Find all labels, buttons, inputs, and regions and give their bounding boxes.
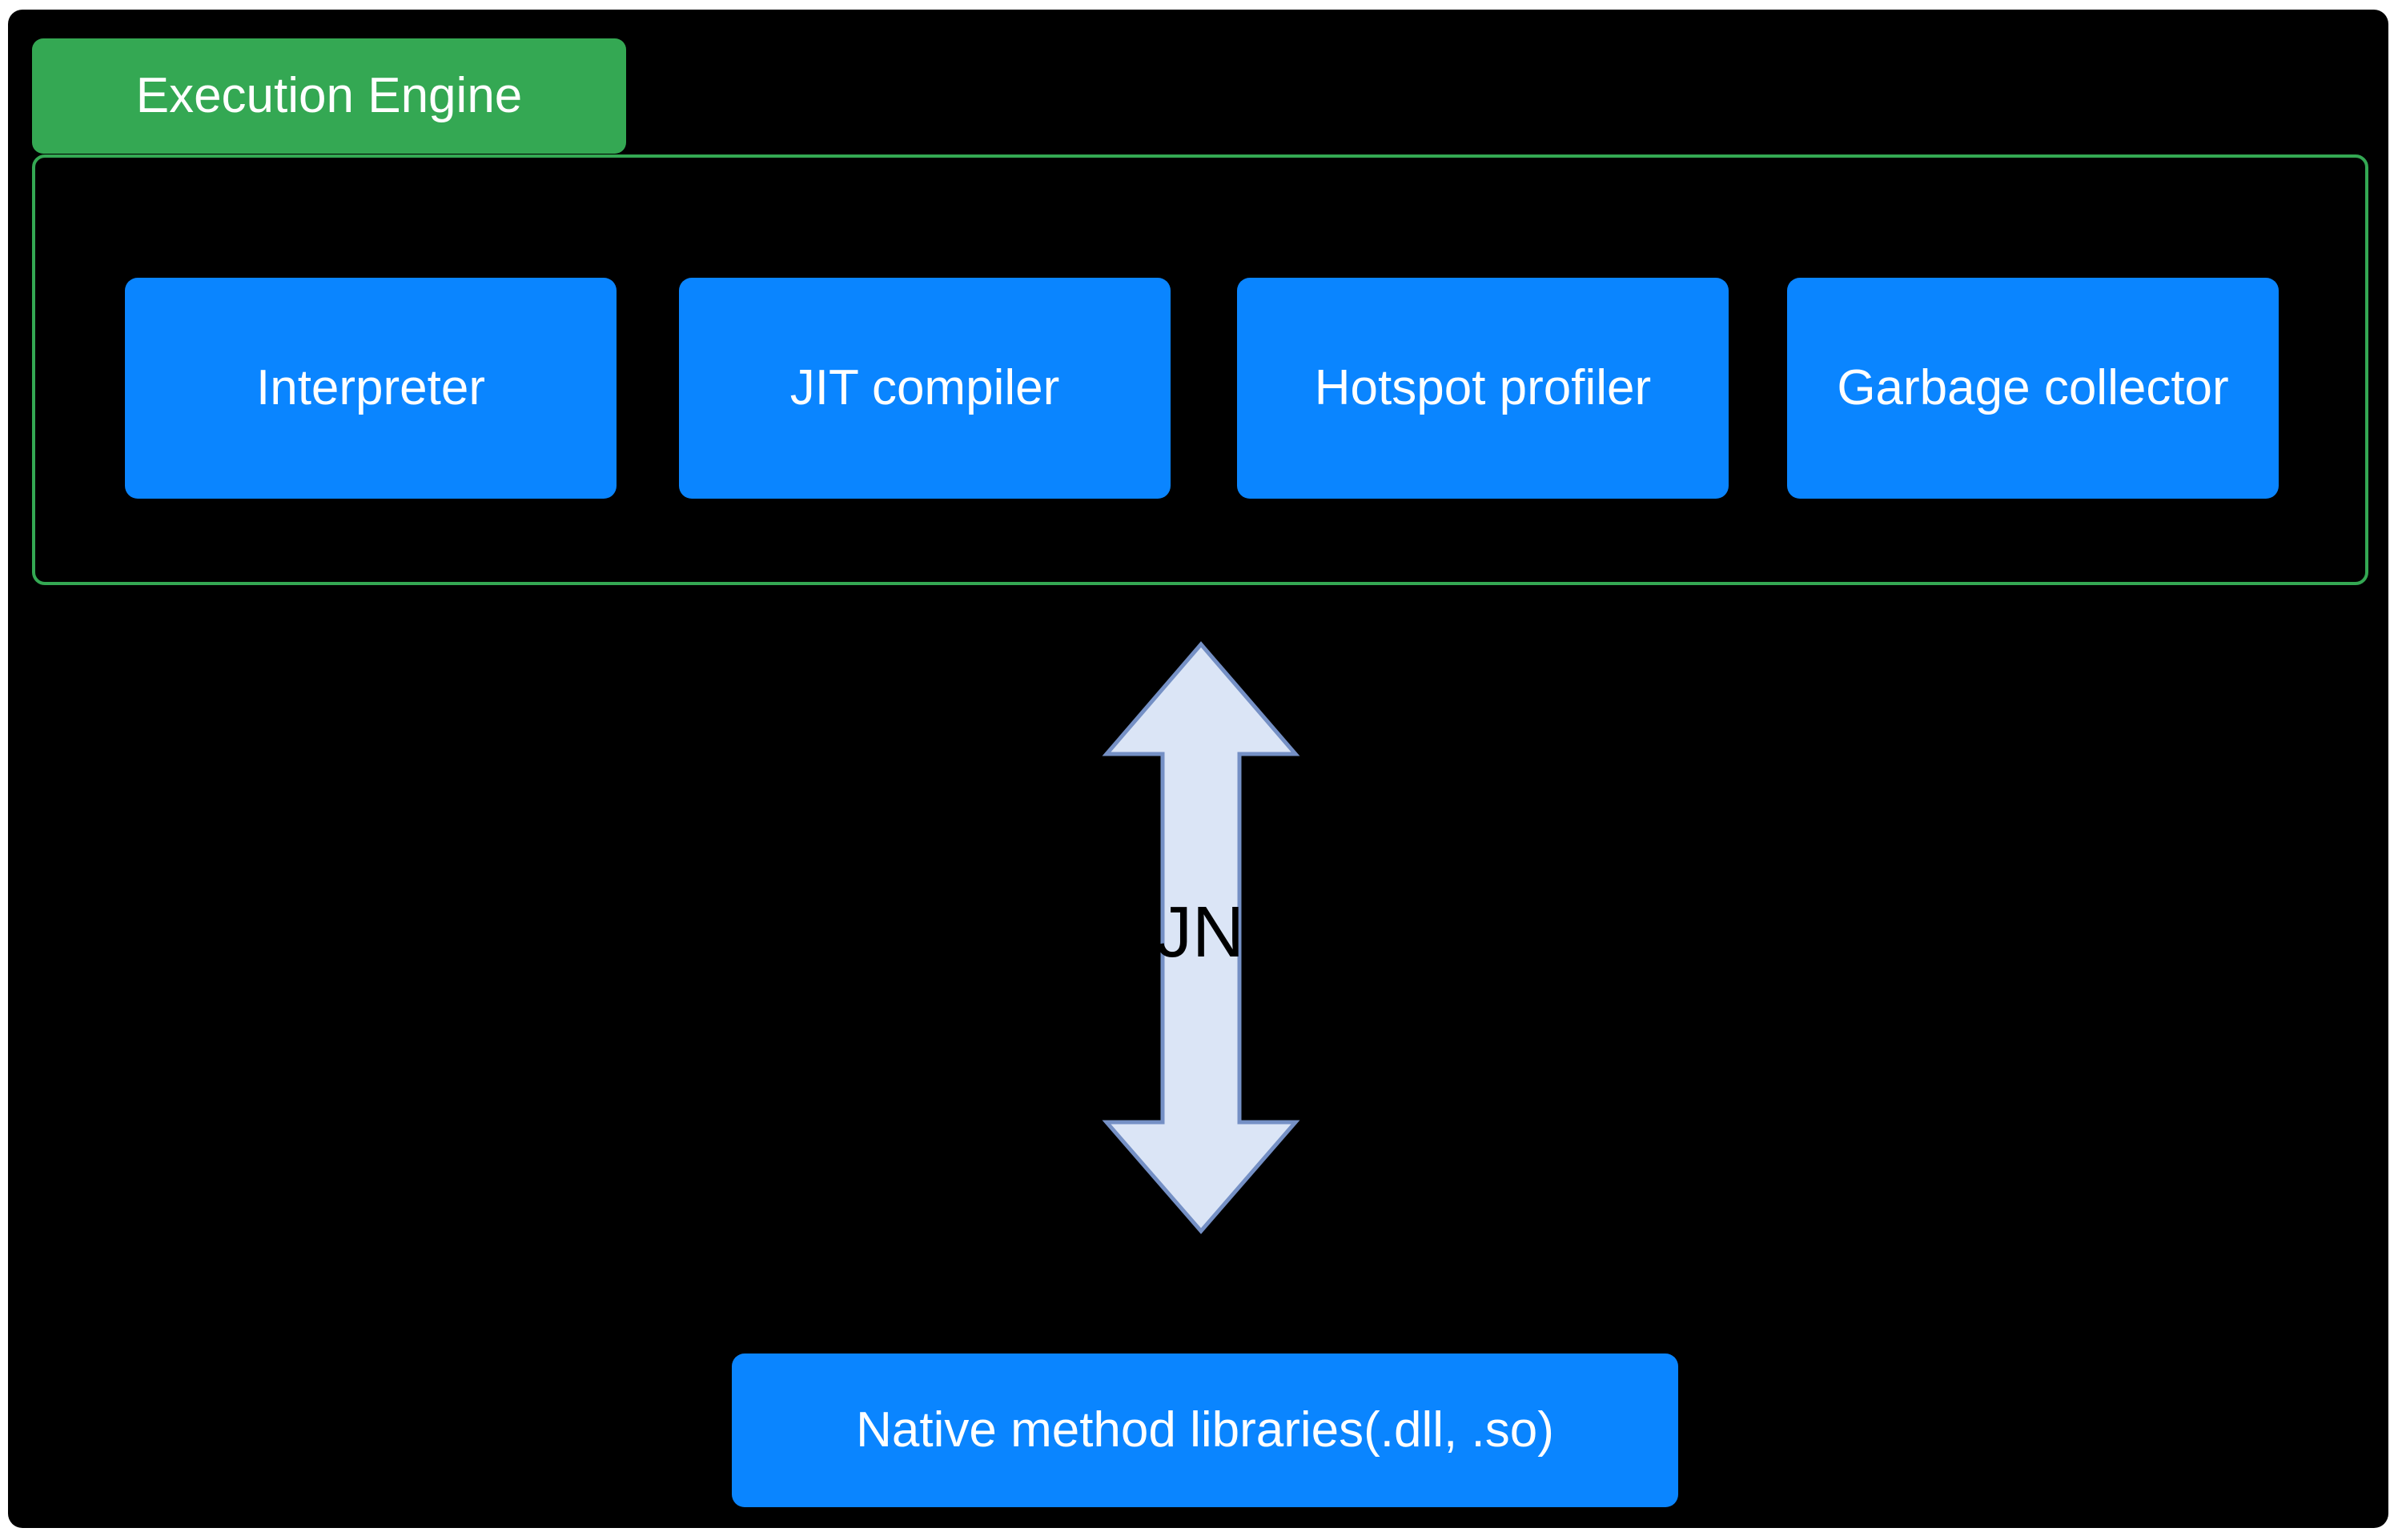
- component-label: Interpreter: [255, 360, 486, 415]
- native-method-libraries-label: Native method libraries(.dll, .so): [856, 1402, 1554, 1458]
- component-box-hotspot-profiler: Hotspot profiler: [1237, 278, 1729, 499]
- execution-engine-label: Execution Engine: [135, 68, 523, 123]
- execution-engine-container: [32, 154, 2368, 585]
- jni-label: JN: [1156, 892, 1244, 973]
- execution-engine-tab: Execution Engine: [32, 38, 626, 154]
- component-box-interpreter: Interpreter: [125, 278, 617, 499]
- component-box-jit-compiler: JIT compiler: [679, 278, 1171, 499]
- native-method-libraries-box: Native method libraries(.dll, .so): [732, 1354, 1678, 1507]
- jni-arrow-shape: [1102, 641, 1300, 1234]
- component-label: Garbage collector: [1837, 360, 2229, 415]
- component-box-garbage-collector: Garbage collector: [1787, 278, 2279, 499]
- component-label: Hotspot profiler: [1314, 360, 1652, 415]
- component-label: JIT compiler: [789, 360, 1060, 415]
